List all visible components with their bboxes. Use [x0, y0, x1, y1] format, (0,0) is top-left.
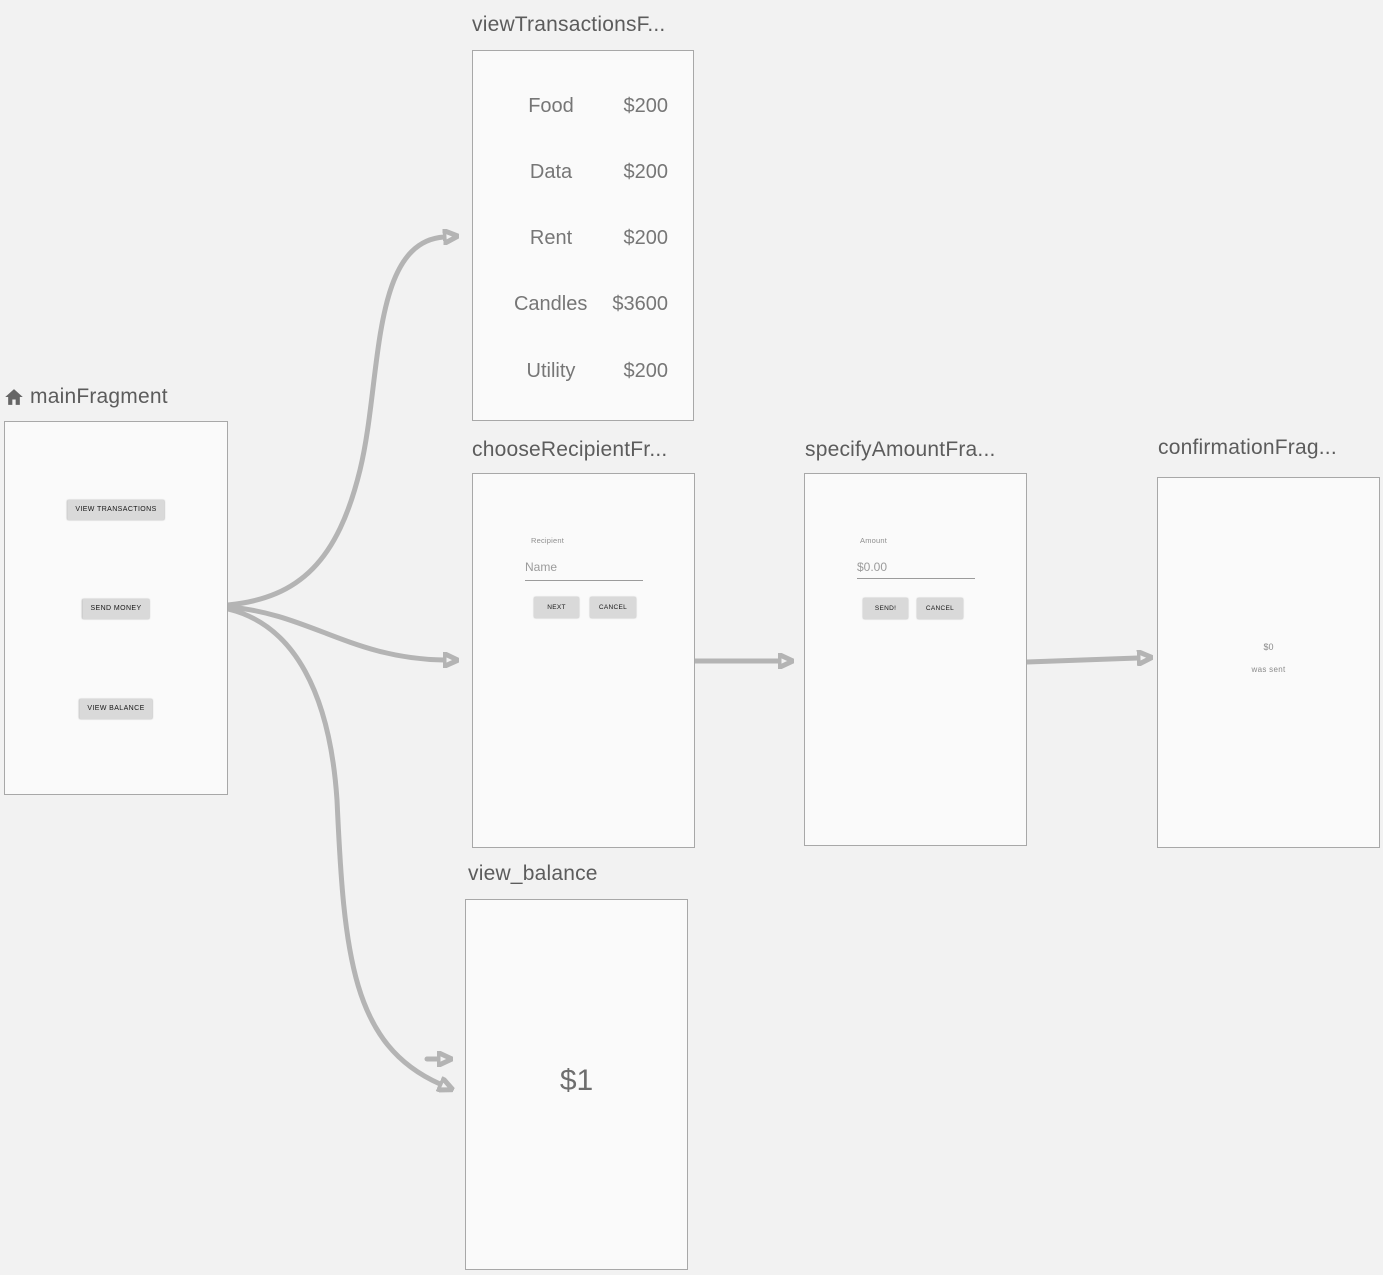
home-icon	[5, 389, 23, 405]
input-underline	[857, 578, 975, 579]
preview-view-balance-button: VIEW BALANCE	[79, 699, 153, 719]
transaction-label: Data	[529, 160, 573, 183]
fragment-header-view-balance[interactable]: view_balance	[468, 862, 598, 886]
transaction-value: $200	[623, 359, 669, 382]
preview-send-money-button: SEND MONEY	[82, 599, 150, 619]
fragment-header-specify-amount[interactable]: specifyAmountFra...	[805, 438, 996, 462]
confirmation-amount-text: $0	[1263, 642, 1274, 652]
transaction-label: Food	[528, 94, 574, 117]
fragment-card-view-balance[interactable]: $1	[465, 899, 688, 1270]
input-underline	[525, 580, 643, 581]
transaction-row: Candles $3600	[489, 291, 668, 317]
recipient-field-label: Recipient	[531, 536, 565, 545]
fragment-card-confirmation[interactable]: $0 was sent	[1157, 477, 1380, 848]
recipient-name-input: Name	[525, 560, 558, 574]
action-arrow-main-to-view-balance[interactable]	[225, 606, 440, 1084]
action-arrow-main-to-view-transactions[interactable]	[225, 237, 444, 608]
fragment-title-view-balance: view_balance	[468, 862, 598, 885]
fragment-header-main[interactable]: mainFragment	[4, 385, 168, 409]
transaction-label: Candles	[513, 292, 588, 315]
fragment-card-main[interactable]: VIEW TRANSACTIONS SEND MONEY VIEW BALANC…	[4, 421, 228, 795]
action-arrow-main-to-choose-recipient[interactable]	[225, 604, 444, 660]
preview-cancel-button: CANCEL	[590, 597, 636, 618]
preview-cancel-button: CANCEL	[917, 598, 963, 619]
transaction-value: $200	[623, 160, 669, 183]
transaction-row: Rent $200	[489, 225, 668, 251]
preview-view-transactions-button: VIEW TRANSACTIONS	[67, 500, 165, 520]
fragment-header-confirmation[interactable]: confirmationFrag...	[1158, 436, 1337, 460]
transaction-value: $3600	[612, 292, 668, 315]
confirmation-message-text: was sent	[1251, 665, 1286, 674]
transaction-label: Utility	[526, 359, 576, 382]
fragment-card-view-transactions[interactable]: Food $200 Data $200 Rent $200 Candles $3…	[472, 50, 694, 421]
transaction-value: $200	[623, 226, 669, 249]
transaction-value: $200	[623, 94, 669, 117]
fragment-card-choose-recipient[interactable]: Recipient Name NEXT CANCEL	[472, 473, 695, 848]
transaction-row: Data $200	[489, 159, 668, 185]
preview-next-button: NEXT	[534, 597, 579, 618]
preview-send-button: SEND!	[863, 598, 908, 619]
amount-field-label: Amount	[860, 536, 888, 545]
amount-input: $0.00	[857, 560, 888, 574]
balance-amount-text: $1	[559, 1064, 594, 1097]
fragment-title-specify-amount: specifyAmountFra...	[805, 438, 996, 461]
fragment-title-main: mainFragment	[30, 385, 168, 408]
fragment-title-view-transactions: viewTransactionsF...	[472, 13, 666, 36]
transaction-label: Rent	[529, 226, 573, 249]
fragment-title-choose-recipient: chooseRecipientFr...	[472, 438, 668, 461]
action-arrow-amount-to-confirmation[interactable]	[1024, 658, 1138, 662]
transaction-row: Food $200	[489, 93, 668, 119]
fragment-title-confirmation: confirmationFrag...	[1158, 436, 1337, 459]
fragment-header-view-transactions[interactable]: viewTransactionsF...	[472, 13, 665, 37]
fragment-header-choose-recipient[interactable]: chooseRecipientFr...	[472, 438, 667, 462]
transaction-row: Utility $200	[489, 358, 668, 384]
fragment-card-specify-amount[interactable]: Amount $0.00 SEND! CANCEL	[804, 473, 1027, 846]
